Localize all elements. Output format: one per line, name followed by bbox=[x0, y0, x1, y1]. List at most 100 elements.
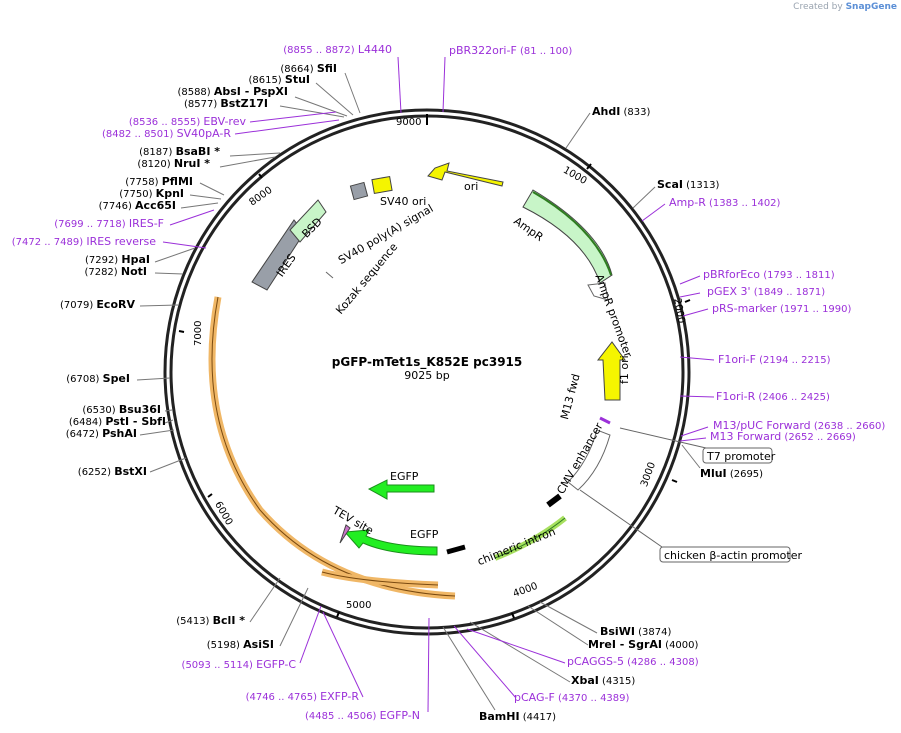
ori-label: ori bbox=[464, 180, 478, 193]
restriction-sites-left: (8664) SfiI(8615) StuI(8588) AbsI - PspX… bbox=[60, 62, 337, 651]
site-pos: (7750) bbox=[119, 189, 155, 200]
primer-range: (5093 .. 5114) bbox=[182, 660, 257, 671]
site-pos: (6708) bbox=[66, 374, 102, 385]
tick-3000: 3000 bbox=[639, 461, 658, 489]
site-bstxi: (6252) BstXI bbox=[78, 465, 147, 478]
primer-m13-forward: M13 Forward (2652 .. 2669) bbox=[710, 430, 856, 443]
site-pos: (3874) bbox=[635, 627, 672, 638]
primer-l4440: (8855 .. 8872) L4440 bbox=[283, 43, 392, 56]
primer-range: (8536 .. 8555) bbox=[129, 117, 204, 128]
tick-2000: 2000 bbox=[671, 297, 686, 324]
site-name: StuI bbox=[285, 73, 310, 86]
site-pos: (6472) bbox=[66, 429, 102, 440]
f1-ori-label: f1 ori bbox=[618, 355, 631, 384]
site-pos: (8577) bbox=[184, 99, 220, 110]
primer-name: EXFP-R bbox=[320, 690, 359, 703]
primer-name: EGFP-C bbox=[256, 658, 296, 671]
site-pos: (1313) bbox=[683, 180, 720, 191]
site-pos: (4315) bbox=[599, 676, 636, 687]
site-pos: (7758) bbox=[125, 177, 161, 188]
primer-range: (1793 .. 1811) bbox=[760, 270, 835, 281]
feature-egfp-1: EGFP bbox=[367, 470, 435, 500]
primer-f1ori-r: F1ori-R (2406 .. 2425) bbox=[716, 390, 830, 403]
primer-name: pCAG-F bbox=[514, 691, 555, 704]
primer-pgex-3: pGEX 3' (1849 .. 1871) bbox=[707, 285, 825, 298]
primer-range: (81 .. 100) bbox=[517, 46, 573, 57]
primer-name: EGFP-N bbox=[380, 709, 420, 722]
site-name: AhdI bbox=[592, 105, 620, 118]
primer-name: IRES-F bbox=[129, 217, 164, 230]
primer-pbrforeco: pBRforEco (1793 .. 1811) bbox=[703, 268, 835, 281]
site-xbai: XbaI (4315) bbox=[571, 674, 635, 687]
site-pflmi: (7758) PflMI bbox=[125, 175, 193, 188]
site-pos: (6252) bbox=[78, 467, 114, 478]
site-name: PshAI bbox=[102, 427, 137, 440]
site-pos: (7079) bbox=[60, 300, 96, 311]
site-pos: (8588) bbox=[177, 87, 213, 98]
sv40-ori-label: SV40 ori bbox=[380, 195, 426, 208]
plasmid-length: 9025 bp bbox=[404, 369, 449, 382]
site-name: BstZ17I bbox=[220, 97, 268, 110]
site-bsabi: (8187) BsaBI * bbox=[139, 145, 220, 158]
primer-range: (2406 .. 2425) bbox=[755, 392, 830, 403]
t7-promoter-box: T7 promoter bbox=[619, 427, 776, 464]
site-pos: (4000) bbox=[662, 640, 699, 651]
site-name: Acc65I bbox=[135, 199, 176, 212]
primer-pbr322ori-f: pBR322ori-F (81 .. 100) bbox=[449, 44, 572, 57]
site-pos: (8615) bbox=[248, 75, 284, 86]
site-pshai: (6472) PshAI bbox=[66, 427, 137, 440]
feature-f1-ori: f1 ori bbox=[596, 341, 631, 401]
primer-name: M13 Forward bbox=[710, 430, 781, 443]
site-pos: (5413) bbox=[176, 616, 212, 627]
site-mrei-sgrai: MreI - SgrAI (4000) bbox=[588, 638, 699, 651]
site-pos: (4417) bbox=[520, 712, 557, 723]
primer-range: (2194 .. 2215) bbox=[756, 355, 831, 366]
site-hpai: (7292) HpaI bbox=[85, 253, 150, 266]
site-name: Bsu36I bbox=[119, 403, 161, 416]
primer-name: IRES reverse bbox=[86, 235, 156, 248]
primer-range: (4746 .. 4765) bbox=[246, 692, 321, 703]
egfp-label-2: EGFP bbox=[410, 528, 439, 541]
primer-egfp-n: (4485 .. 4506) EGFP-N bbox=[305, 709, 420, 722]
site-scai: ScaI (1313) bbox=[657, 178, 719, 191]
primer-range: (8855 .. 8872) bbox=[283, 45, 358, 56]
primer-range: (8482 .. 8501) bbox=[102, 129, 177, 140]
site-name: MluI bbox=[700, 467, 727, 480]
site-mlui: MluI (2695) bbox=[700, 467, 763, 480]
ampr-label: AmpR bbox=[511, 214, 546, 244]
site-psti-sbfi: (6484) PstI - SbfI bbox=[69, 415, 166, 428]
primer-ires-f: (7699 .. 7718) IRES-F bbox=[54, 217, 164, 230]
site-pos: (7746) bbox=[99, 201, 135, 212]
site-pos: (6530) bbox=[82, 405, 118, 416]
site-bstz17i: (8577) BstZ17I bbox=[184, 97, 268, 110]
primer-ebv-rev: (8536 .. 8555) EBV-rev bbox=[129, 115, 247, 128]
site-name: SpeI bbox=[103, 372, 130, 385]
tick-8000: 8000 bbox=[247, 185, 274, 209]
plasmid-name: pGFP-mTet1s_K852E pc3915 bbox=[332, 355, 523, 370]
site-asisi: (5198) AsiSI bbox=[207, 638, 274, 651]
primer-range: (4370 .. 4389) bbox=[555, 693, 630, 704]
site-name: KpnI bbox=[156, 187, 184, 200]
feature-sv40-ori: SV40 ori bbox=[371, 175, 426, 208]
primer-f1ori-f: F1ori-F (2194 .. 2215) bbox=[718, 353, 831, 366]
primer-range: (4485 .. 4506) bbox=[305, 711, 380, 722]
site-name: PstI - SbfI bbox=[105, 415, 166, 428]
site-pos: (7282) bbox=[84, 267, 120, 278]
primer-name: pRS-marker bbox=[712, 302, 777, 315]
primer-name: pBRforEco bbox=[703, 268, 760, 281]
primer-amp-r: Amp-R (1383 .. 1402) bbox=[669, 196, 781, 209]
egfp-linker-marker bbox=[446, 544, 466, 555]
site-pos: (833) bbox=[620, 107, 650, 118]
primer-labels-left: (8855 .. 8872) L4440 (8536 .. 8555) EBV-r… bbox=[12, 43, 420, 722]
site-name: PflMI bbox=[162, 175, 193, 188]
credit-prefix: Created by bbox=[793, 2, 843, 12]
primer-exfp-r: (4746 .. 4765) EXFP-R bbox=[246, 690, 360, 703]
feature-egfp-2: EGFP bbox=[343, 528, 439, 556]
snapgene-credit: Created by SnapGene bbox=[793, 2, 897, 12]
site-pos: (2695) bbox=[727, 469, 764, 480]
site-ecorv: (7079) EcoRV bbox=[60, 298, 135, 311]
primer-m13-puc-forward: M13/pUC Forward (2638 .. 2660) bbox=[713, 419, 885, 432]
primer-range: (7472 .. 7489) bbox=[12, 237, 87, 248]
primer-sv40pa-r: (8482 .. 8501) SV40pA-R bbox=[102, 127, 231, 140]
